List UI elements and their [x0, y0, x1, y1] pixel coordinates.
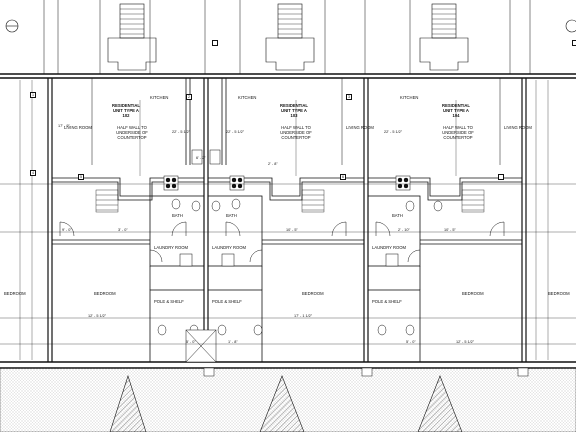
- keynote-number: 5: [80, 175, 82, 179]
- exterior-stairs: [107, 3, 469, 71]
- keynote-tag: [346, 94, 352, 100]
- half-wall-note-line3: COUNTERTOP: [443, 135, 473, 140]
- keynote-tag: [340, 174, 346, 180]
- keynote-tag: [212, 40, 218, 46]
- bath-fixtures: [157, 198, 443, 363]
- half-wall-note-line1: HALF WALL TO: [281, 125, 311, 130]
- section-markers: [5, 19, 576, 33]
- room-label-living: LIVING ROOM: [346, 125, 374, 130]
- dimension-label: 10' - 5": [286, 228, 298, 232]
- dimension-label: 17' - 9": [58, 124, 70, 128]
- room-label-pole-shelf: POLE & SHELF: [212, 299, 242, 304]
- keynote-number: 6: [342, 175, 344, 179]
- dimension-label: 12' - 5 1/2": [456, 340, 475, 344]
- room-label-bedroom: BEDROOM: [4, 291, 26, 296]
- dimension-label: 2' - 8": [268, 162, 278, 166]
- unit-type-label-102: RESIDENTIAL: [112, 103, 140, 108]
- dimension-label: 1' - 8": [228, 340, 238, 344]
- dimension-label: 5' - 0": [406, 340, 416, 344]
- dimension-label: 2' - 10": [398, 228, 410, 232]
- room-label-laundry: LAUNDRY ROOM: [372, 245, 407, 250]
- room-label-bedroom: BEDROOM: [94, 291, 116, 296]
- dimension-label: 17' - 1 1/2": [294, 314, 313, 318]
- dimension-label: 9' - 0": [62, 228, 72, 232]
- room-label-bath: BATH: [172, 213, 183, 218]
- grid-lines: [43, 0, 531, 74]
- room-label-laundry: LAUNDRY ROOM: [154, 245, 189, 250]
- interior-stairs: [95, 189, 485, 213]
- keynote-tag: [30, 92, 36, 98]
- dimension-label: 22' - 5 1/2": [172, 130, 191, 134]
- unit-number-103: 103: [290, 113, 298, 118]
- keynote-number: 1: [32, 93, 34, 97]
- room-label-kitchen: KITCHEN: [238, 95, 257, 100]
- door-swings: [59, 221, 505, 263]
- unit-type-label-103: RESIDENTIAL: [280, 103, 308, 108]
- half-wall-note-line2: UNDERSIDE OF: [116, 130, 148, 135]
- dimension-lines: [0, 80, 576, 360]
- dimension-label: 3' - 0": [118, 228, 128, 232]
- unit-subtype-102: UNIT TYPE A: [113, 108, 139, 113]
- dimension-label: 22' - 5 1/2": [384, 130, 403, 134]
- room-label-bedroom: BEDROOM: [462, 291, 484, 296]
- keynote-number: 3: [348, 95, 350, 99]
- exterior-walls: [0, 73, 576, 369]
- dimension-label: 5' - 0": [186, 340, 196, 344]
- half-wall-note-line2: UNDERSIDE OF: [442, 130, 474, 135]
- unit-type-label-104: RESIDENTIAL: [442, 103, 470, 108]
- half-wall-note-line3: COUNTERTOP: [281, 135, 311, 140]
- dimension-label: 10' - 5": [444, 228, 456, 232]
- room-label-laundry: LAUNDRY ROOM: [212, 245, 247, 250]
- dimension-label: 12' - 5 1/2": [88, 314, 107, 318]
- room-label-kitchen: KITCHEN: [400, 95, 419, 100]
- interior-walls: [52, 78, 522, 363]
- keynote-tag: [30, 170, 36, 176]
- room-label-pole-shelf: POLE & SHELF: [154, 299, 184, 304]
- keynote-tag: [498, 174, 504, 180]
- keynote-number: 2: [188, 95, 190, 99]
- room-label-living: LIVING ROOM: [64, 125, 92, 130]
- half-wall-note-line1: HALF WALL TO: [443, 125, 473, 130]
- half-wall-note-line2: UNDERSIDE OF: [280, 130, 312, 135]
- unit-number-104: 104: [452, 113, 460, 118]
- unit-subtype-104: UNIT TYPE A: [443, 108, 469, 113]
- room-label-bath: BATH: [392, 213, 403, 218]
- keynote-tag: [572, 40, 576, 46]
- unit-number-102: 102: [122, 113, 130, 118]
- half-wall-note-line3: COUNTERTOP: [117, 135, 147, 140]
- half-wall-note-line1: HALF WALL TO: [117, 125, 147, 130]
- party-walls: [47, 78, 527, 362]
- room-label-bedroom: BEDROOM: [302, 291, 324, 296]
- keynote-number: 4: [32, 171, 34, 175]
- room-label-pole-shelf: POLE & SHELF: [372, 299, 402, 304]
- grade-band: [0, 367, 576, 432]
- keynote-tag: [186, 94, 192, 100]
- keynote-tag: [78, 174, 84, 180]
- dimension-label: 22' - 5 1/2": [226, 130, 245, 134]
- room-label-bath: BATH: [226, 213, 237, 218]
- dimension-label: 6' - 2": [196, 156, 206, 160]
- room-label-kitchen: KITCHEN: [150, 95, 169, 100]
- room-label-bedroom: BEDROOM: [548, 291, 570, 296]
- room-label-living: LIVING ROOM: [504, 125, 532, 130]
- unit-subtype-103: UNIT TYPE A: [281, 108, 307, 113]
